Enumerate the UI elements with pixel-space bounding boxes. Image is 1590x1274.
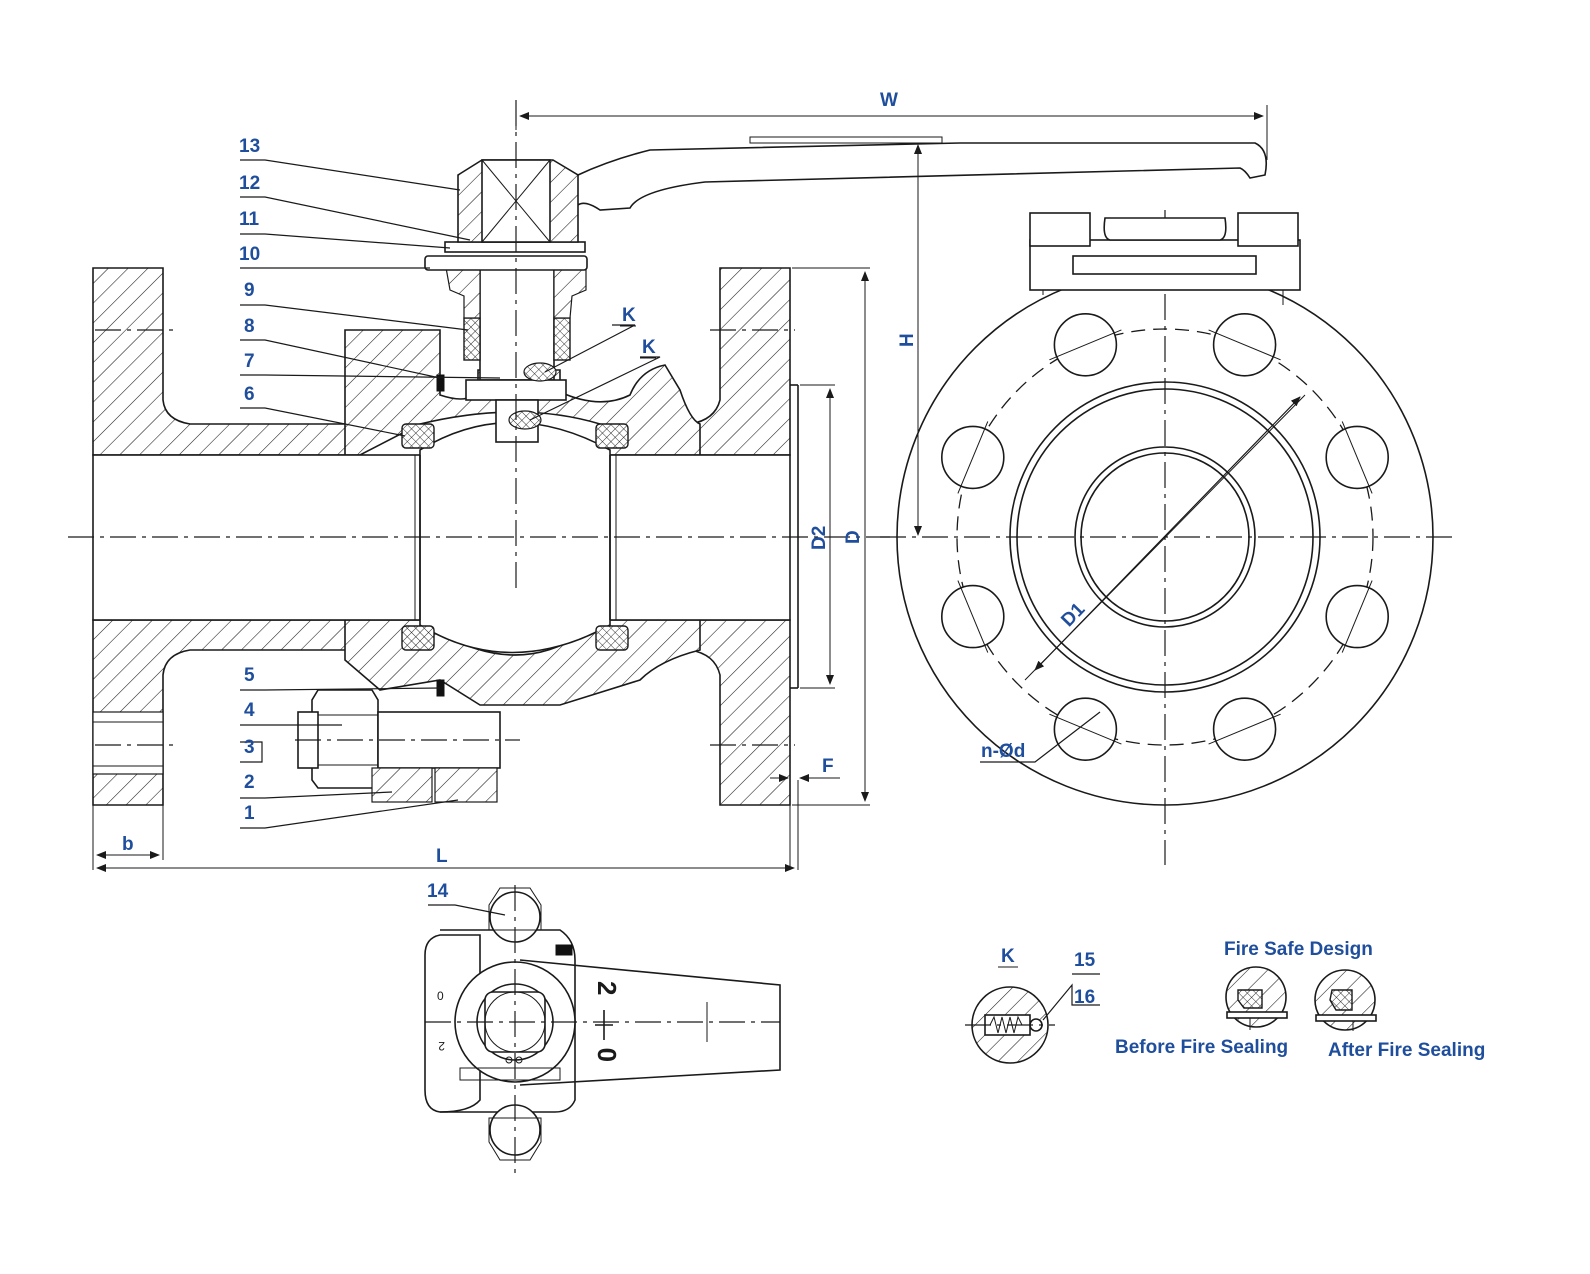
bolt-hole-centerline [1208, 329, 1281, 361]
bolt-hole-centerline [1341, 421, 1373, 494]
dim-W: W [880, 90, 898, 111]
gland-flange [424, 255, 588, 271]
lever-handle [577, 142, 1268, 211]
callout-15: 15 [1074, 950, 1096, 971]
seat-ring-bl [401, 625, 435, 651]
dim-H: H [897, 333, 918, 347]
callout-13: 13 [239, 136, 260, 157]
bolt-hole-centerline [1049, 713, 1122, 745]
body-gasket-top [436, 374, 445, 392]
detail-k-marker-2: K [642, 337, 656, 358]
dim-D2: D2 [809, 526, 830, 550]
callout-3: 3 [244, 737, 255, 758]
bolt-hole-centerline [1049, 329, 1122, 361]
end-view-bolt-right [1237, 212, 1299, 247]
detail-k [965, 973, 1100, 1064]
dimensions [92, 105, 1301, 872]
fire-safe-labels: Fire Safe Design Before Fire Sealing Aft… [1115, 939, 1485, 1061]
fire-safe-title: Fire Safe Design [1224, 939, 1373, 960]
top-view-indicator [555, 944, 573, 956]
bolt-washer-2 [434, 767, 498, 803]
anti-static-device-lower [508, 410, 542, 430]
callout-8: 8 [244, 316, 255, 337]
top-view-mark-open: 0 [437, 989, 444, 1003]
packing-left [463, 317, 481, 361]
callout-1: 1 [244, 803, 255, 824]
callout-12: 12 [239, 173, 260, 194]
dim-D: D [843, 530, 864, 544]
callout-5: 5 [244, 665, 255, 686]
callout-7: 7 [244, 351, 255, 372]
callout-11: 11 [239, 209, 260, 230]
dim-L: L [436, 846, 448, 867]
dim-D1: D1 [1057, 599, 1089, 631]
section-view [68, 100, 1268, 806]
packing-right [553, 317, 571, 361]
callout-9: 9 [244, 280, 255, 301]
ball [419, 421, 611, 654]
fire-safe-before-label: Before Fire Sealing [1115, 1037, 1288, 1058]
callout-4: 4 [244, 700, 255, 721]
callout-6: 6 [244, 384, 255, 405]
bore-outer [1074, 446, 1256, 628]
detail-k-title: K [1001, 946, 1015, 967]
top-view-mark-closed: 2 [438, 1039, 445, 1053]
handle-grip [749, 136, 943, 144]
detail-k-marker-1: K [622, 305, 636, 326]
top-view-body [424, 934, 481, 1113]
bolt-hole-centerline [1208, 713, 1281, 745]
top-view-lever [519, 959, 781, 1086]
callout-labels: 13 12 11 10 9 8 7 6 5 4 3 2 1 14 15 16 [239, 136, 1096, 1008]
callout-2: 2 [244, 772, 255, 793]
left-flange [92, 267, 361, 456]
position-indicator-closed: 2 [592, 981, 622, 995]
hex-nut [311, 689, 379, 789]
callout-leaders [240, 159, 661, 916]
callout-10: 10 [239, 244, 260, 265]
bolt-holes [940, 312, 1389, 762]
dimension-labels: W H D D2 D1 F b L n-Ød [122, 90, 1090, 867]
seat-ring-tl [401, 423, 435, 449]
stem [479, 261, 555, 381]
bolt-hole-centerline [957, 580, 989, 653]
left-flange-bolt-hole [92, 711, 164, 775]
anti-static-device-upper [523, 362, 557, 382]
dim-F: F [822, 756, 834, 777]
detail-k-labels: K K K [620, 305, 1018, 968]
top-view: 0 2 0 2 [424, 885, 781, 1175]
end-view-handle [1103, 217, 1227, 241]
callout-16: 16 [1074, 987, 1095, 1008]
fire-safe-after-label: After Fire Sealing [1328, 1040, 1485, 1061]
bolt-hole-centerline [1341, 580, 1373, 653]
position-indicator-open: 0 [592, 1048, 622, 1062]
callout-14: 14 [427, 881, 449, 902]
fire-safe-design [1225, 966, 1377, 1031]
seat-ring-tr [595, 423, 629, 449]
end-view-bolt-left [1029, 212, 1091, 247]
seat-ring-br [595, 625, 629, 651]
bolt-hole-centerline [957, 421, 989, 494]
washer [444, 241, 586, 253]
dim-bolt-holes: n-Ød [981, 741, 1025, 762]
bolt-washer-1 [371, 767, 433, 803]
end-view [880, 210, 1455, 865]
dim-b: b [122, 834, 134, 855]
